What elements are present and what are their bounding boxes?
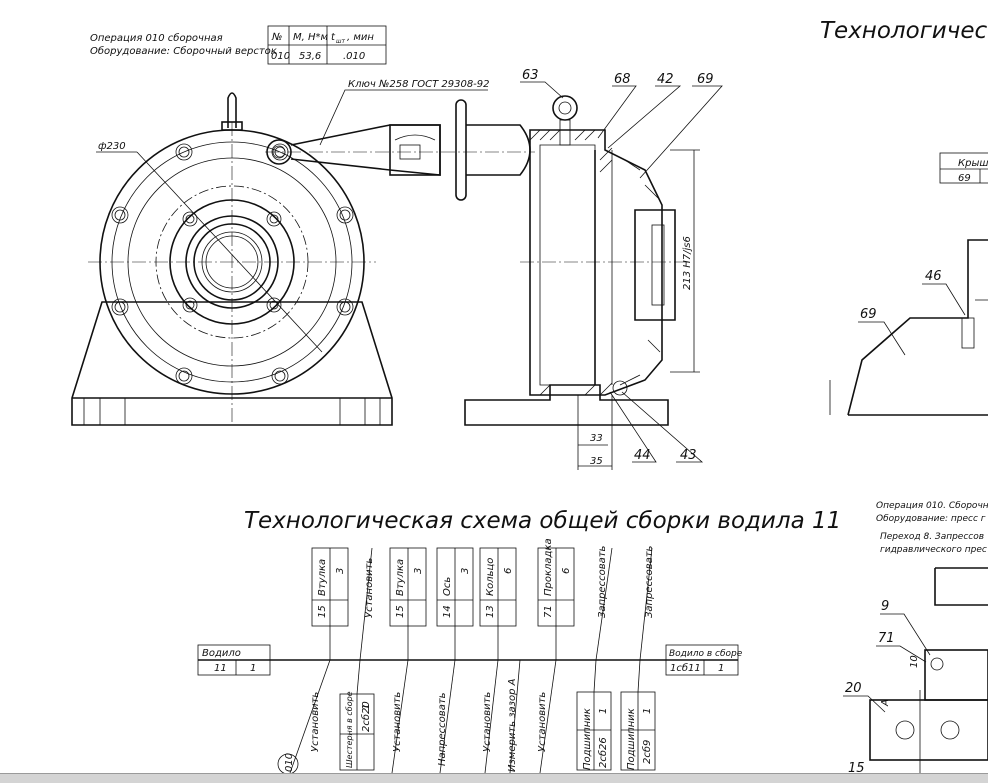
key-label: Ключ №258 ГОСТ 29308-92 — [348, 79, 490, 90]
callout-69: 69 — [697, 72, 714, 87]
torque-key: Ключ №258 ГОСТ 29308-92 — [265, 79, 535, 201]
bottom-part-2-num: 2сб26 — [597, 737, 609, 768]
top-part-3-qty: 3 — [460, 568, 471, 574]
top-part-5-qty: 6 — [561, 568, 572, 574]
params-header-time-unit: , мин — [347, 32, 374, 43]
top-part-3-name: Ось — [442, 577, 453, 596]
schema-title: Технологическая схема общей сборки водил… — [244, 508, 841, 534]
operation-label: Операция 010 сборочная — [90, 32, 223, 44]
right-callout-10: 10 — [909, 655, 920, 668]
dim-33: 33 — [590, 433, 603, 444]
base-qty: 1 — [250, 663, 256, 674]
fit-label: 213 H7/js6 — [682, 236, 693, 290]
top-part-1-name: Втулка — [317, 559, 328, 596]
bottom-op-1: Установить — [310, 692, 321, 752]
top-part-4-name: Кольцо — [485, 558, 496, 596]
dim-35: 35 — [590, 456, 603, 467]
params-header-time-sub: шт — [336, 38, 345, 45]
right-op-3: Переход 8. Запрессов — [880, 532, 984, 542]
base-num: 11 — [214, 663, 227, 674]
bottom-parts: Шестерня в сборе 2сб20 1 Подшипник 2сб26… — [339, 691, 656, 771]
result-name: Водило в сборе — [669, 649, 743, 659]
right-op-4: гидравлического прес — [880, 545, 987, 555]
top-part-1-num: 15 — [317, 605, 328, 618]
callout-42: 42 — [657, 72, 674, 87]
params-op-no: 010 — [271, 51, 290, 62]
bottom-part-3-num: 2сб9 — [641, 740, 653, 764]
bottom-part-3-name: Подшипник — [626, 708, 637, 770]
bottom-part-2-qty: 1 — [598, 708, 609, 714]
assembly-schema: Технологическая схема общей сборки водил… — [197, 508, 841, 773]
right-mark-a: А — [880, 699, 891, 707]
right-callout-9: 9 — [881, 599, 889, 614]
params-header-no: № — [271, 32, 282, 43]
right-op-1: Операция 010. Сборочн — [876, 501, 988, 511]
diameter-label: ф230 — [98, 141, 126, 152]
bottom-part-2-name: Подшипник — [582, 708, 593, 770]
right-part-num: 69 — [958, 173, 971, 184]
callout-43: 43 — [680, 448, 697, 463]
bottom-part-1-num: 2сб20 — [360, 701, 372, 732]
right-callout-15: 15 — [848, 761, 865, 773]
right-op-2: Оборудование: пресс г — [876, 514, 986, 524]
top-parts: Втулка 3 15 Втулка 3 15 Ось 3 14 Кольцо … — [311, 538, 575, 627]
status-bar — [0, 773, 988, 783]
params-header-torque: M, H*м — [293, 32, 329, 43]
params-header-time: t — [331, 32, 336, 43]
right-callout-20: 20 — [845, 681, 862, 696]
base-name: Водило — [202, 648, 241, 659]
bottom-op-3: Напрессовать — [437, 692, 448, 766]
right-callout-71: 71 — [878, 631, 895, 646]
bottom-op-4: Установить — [482, 692, 493, 752]
bottom-part-1-name: Шестерня в сборе — [345, 691, 354, 768]
callout-68: 68 — [614, 72, 631, 87]
params-table: № M, H*м t шт , мин 010 53,6 .010 — [267, 25, 387, 65]
equipment-label: Оборудование: Сборочный версток — [90, 45, 277, 57]
right-top-view: Технологическая Крышк 69 46 69 — [820, 18, 988, 416]
top-part-2-name: Втулка — [395, 559, 406, 596]
top-part-2-qty: 3 — [413, 568, 424, 574]
top-part-4-num: 13 — [485, 605, 496, 618]
top-part-2-num: 15 — [395, 605, 406, 618]
bottom-part-3-qty: 1 — [642, 708, 653, 714]
right-title: Технологическая — [820, 18, 988, 44]
bottom-part-1-qty: 1 — [361, 704, 372, 710]
top-op-1: Установить — [364, 558, 375, 618]
top-part-5-name: Прокладка — [543, 538, 554, 596]
result-qty: 1 — [718, 663, 724, 674]
callout-44: 44 — [634, 448, 651, 463]
top-op-2: Запрессовать — [597, 545, 608, 618]
side-mark: 010 — [284, 753, 295, 772]
front-view: ф230 — [71, 92, 393, 426]
result-num: 1сб11 — [670, 662, 701, 674]
top-op-3: Запрессовать — [644, 545, 655, 618]
top-part-4-qty: 6 — [503, 568, 514, 574]
section-view: 213 H7/js6 33 35 63 68 42 69 44 43 — [464, 68, 723, 470]
right-bottom-view: Операция 010. Сборочн Оборудование: прес… — [843, 501, 988, 773]
top-part-1-qty: 3 — [335, 568, 346, 574]
right-callout-69: 69 — [860, 307, 877, 322]
params-time: .010 — [343, 51, 365, 62]
right-callout-46: 46 — [925, 269, 942, 284]
bottom-op-5: Измерить зазор А — [507, 678, 518, 772]
callout-63: 63 — [522, 68, 539, 83]
top-part-3-num: 14 — [442, 605, 453, 618]
top-part-5-num: 71 — [543, 605, 554, 618]
params-torque: 53,6 — [299, 51, 321, 62]
bottom-op-2: Установить — [392, 692, 403, 752]
bottom-op-6: Установить — [537, 692, 548, 752]
right-part-name: Крышк — [958, 158, 988, 169]
